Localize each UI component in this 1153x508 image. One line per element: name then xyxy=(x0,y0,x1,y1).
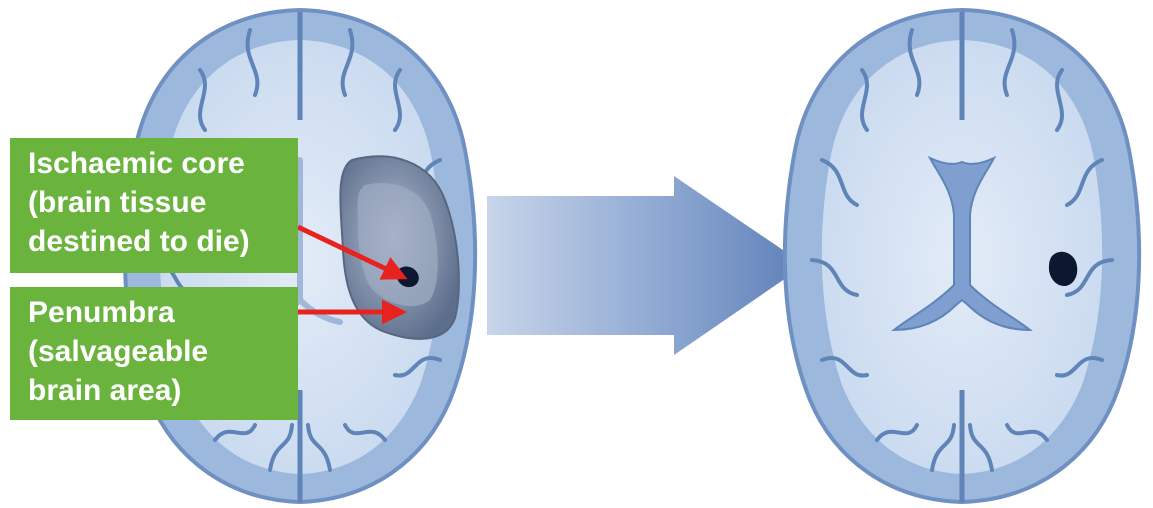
right-brain-illustration xyxy=(785,10,1139,502)
penumbra-label: Penumbra (salvageable brain area) xyxy=(10,287,298,420)
penumbra-label-line-3: brain area) xyxy=(28,371,288,410)
ischaemic-core-label: Ischaemic core (brain tissue destined to… xyxy=(10,138,298,273)
penumbra-label-line-2: (salvageable xyxy=(28,332,288,371)
core-label-line-2: (brain tissue xyxy=(28,183,288,222)
penumbra-label-line-1: Penumbra xyxy=(28,293,288,332)
core-label-line-1: Ischaemic core xyxy=(28,144,288,183)
right-arrow-icon xyxy=(487,176,805,355)
core-label-line-3: destined to die) xyxy=(28,222,288,261)
